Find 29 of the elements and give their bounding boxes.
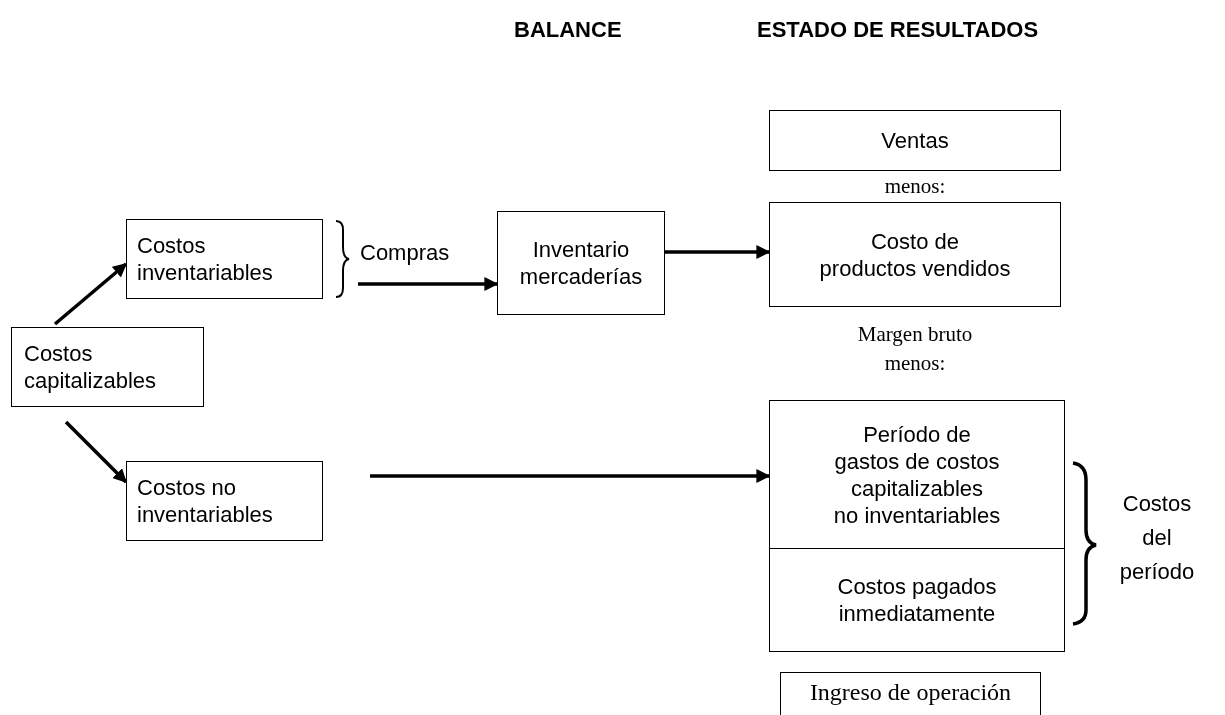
- column-heading: BALANCE: [514, 16, 623, 43]
- box-text: Período de gastos de costos capitalizables no inventariables: [832, 420, 1002, 529]
- process-box: [769, 400, 1065, 549]
- annotation-text: Margen bruto: [856, 321, 974, 348]
- arrow: [64, 420, 128, 484]
- arrow: [665, 245, 771, 259]
- box-text: Costos inventariables: [137, 232, 274, 286]
- box-text: Costos pagados inmediatamente: [836, 573, 998, 627]
- process-box: [11, 327, 204, 407]
- box-text: Costos no inventariables: [137, 474, 274, 528]
- box-text: Inventario mercaderías: [518, 236, 644, 290]
- arrow: [370, 469, 771, 483]
- column-heading: ESTADO DE RESULTADOS: [757, 16, 1040, 43]
- arrow: [53, 262, 128, 326]
- process-box: [780, 672, 1041, 715]
- process-box: [769, 110, 1061, 171]
- process-box: [769, 548, 1065, 652]
- annotation-text: menos:: [883, 350, 947, 377]
- arrow: [358, 277, 499, 291]
- process-box: [769, 202, 1061, 307]
- box-text: Ingreso de operación: [809, 679, 1012, 706]
- box-text: Costos capitalizables: [24, 340, 158, 394]
- box-text: Costo de productos vendidos: [818, 227, 1012, 282]
- process-box: [497, 211, 665, 315]
- annotation-text: Costos del período: [1118, 490, 1196, 586]
- annotation-text: menos:: [883, 173, 947, 200]
- box-text: Ventas: [881, 127, 949, 154]
- process-box: [126, 461, 323, 541]
- process-box: [126, 219, 323, 299]
